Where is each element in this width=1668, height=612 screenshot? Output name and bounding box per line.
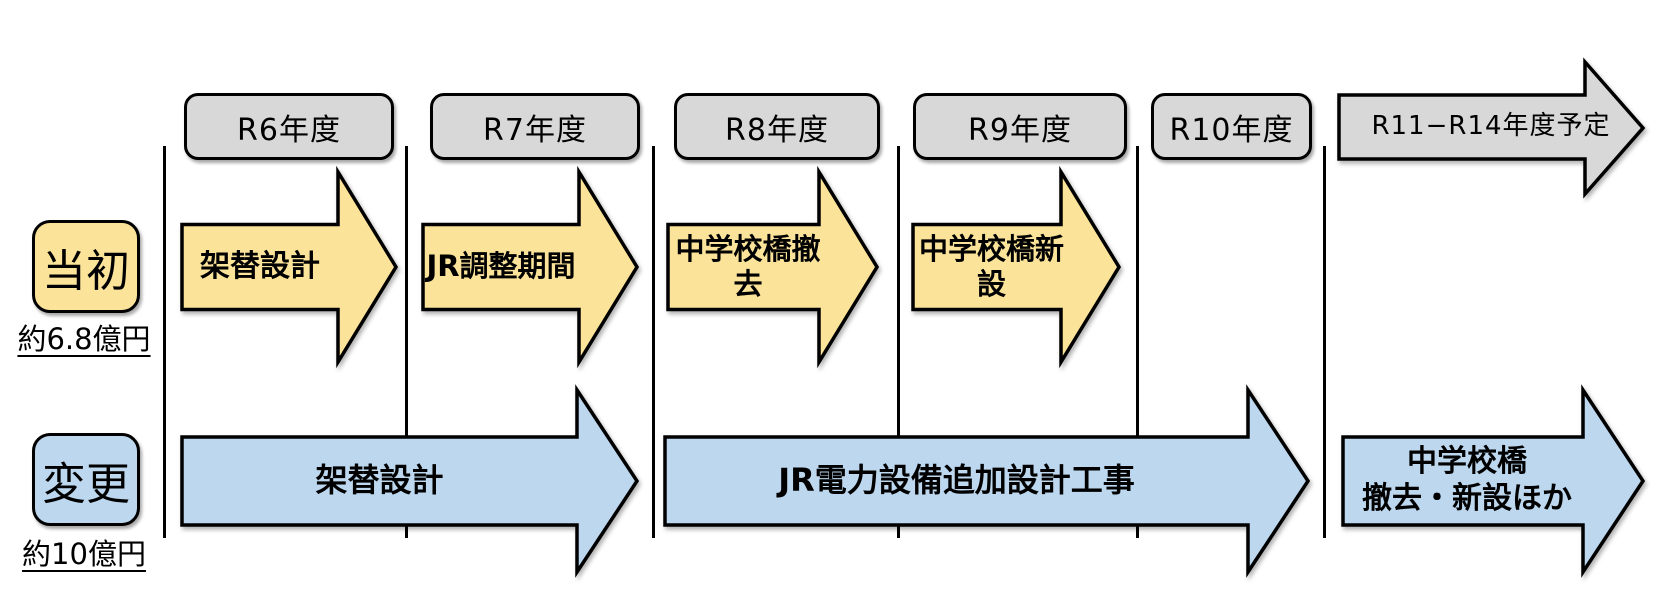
year-box-r9-label: R9年度 [968,112,1072,148]
arrow-initial-jr-coordination: JR調整期間 [421,165,640,369]
arrow-initial-3-shape [666,165,880,369]
arrow-initial-2-shape [421,165,640,369]
timeline-divider-4 [897,146,900,538]
arrow-initial-4-label: 中学校橋新 設 [918,231,1064,301]
year-box-r7: R7年度 [430,93,640,160]
arrow-initial-bridge-new: 中学校橋新 設 [911,165,1122,369]
row-label-initial: 当初 [42,245,130,297]
arrow-initial-1-label: 架替設計 [200,248,320,284]
arrow-initial-bridge-removal: 中学校橋撤 去 [666,165,880,369]
arrow-revised-jr-power-works: JR電力設備追加設計工事 [663,384,1311,578]
year-box-r9: R9年度 [913,93,1127,160]
year-box-r7-label: R7年度 [483,112,587,148]
arrow-initial-3-label: 中学校橋撤 去 [675,231,821,301]
cost-revised: 約10億円 [22,537,146,571]
timeline-divider-1 [163,146,166,538]
cost-initial: 約6.8億円 [17,322,151,356]
year-box-r6-label: R6年度 [237,112,341,148]
arrow-revised-bridge-removal-new: 中学校橋 撤去・新設ほか [1341,384,1646,578]
timeline-divider-6 [1323,146,1326,538]
future-period-arrow-shape [1337,57,1646,199]
arrow-revised-3-shape [1341,384,1646,578]
arrow-revised-3-label: 中学校橋 撤去・新設ほか [1362,444,1572,516]
year-box-r10: R10年度 [1151,93,1312,160]
arrow-revised-2-label: JR電力設備追加設計工事 [778,461,1135,500]
year-box-r8: R8年度 [674,93,880,160]
year-box-r6: R6年度 [184,93,394,160]
arrow-initial-1-shape [180,165,399,369]
arrow-revised-2-shape [663,384,1311,578]
row-label-initial-box: 当初 [32,220,140,313]
timeline-divider-2 [405,146,408,538]
arrow-revised-1-shape [180,384,640,578]
timeline-divider-3 [652,146,655,538]
timeline-divider-5 [1136,146,1139,538]
arrow-revised-1-label: 架替設計 [315,461,444,500]
arrow-initial-4-shape [911,165,1122,369]
future-period-label: R11−R14年度予定 [1371,111,1611,142]
row-label-revised-box: 変更 [32,433,140,526]
arrow-initial-replacement-design: 架替設計 [180,165,399,369]
future-period-arrow: R11−R14年度予定 [1337,57,1646,199]
arrow-revised-replacement-design: 架替設計 [180,384,640,578]
arrow-initial-2-label: JR調整期間 [426,249,576,284]
year-box-r10-label: R10年度 [1169,112,1294,148]
row-label-revised: 変更 [42,458,130,510]
year-box-r8-label: R8年度 [725,112,829,148]
